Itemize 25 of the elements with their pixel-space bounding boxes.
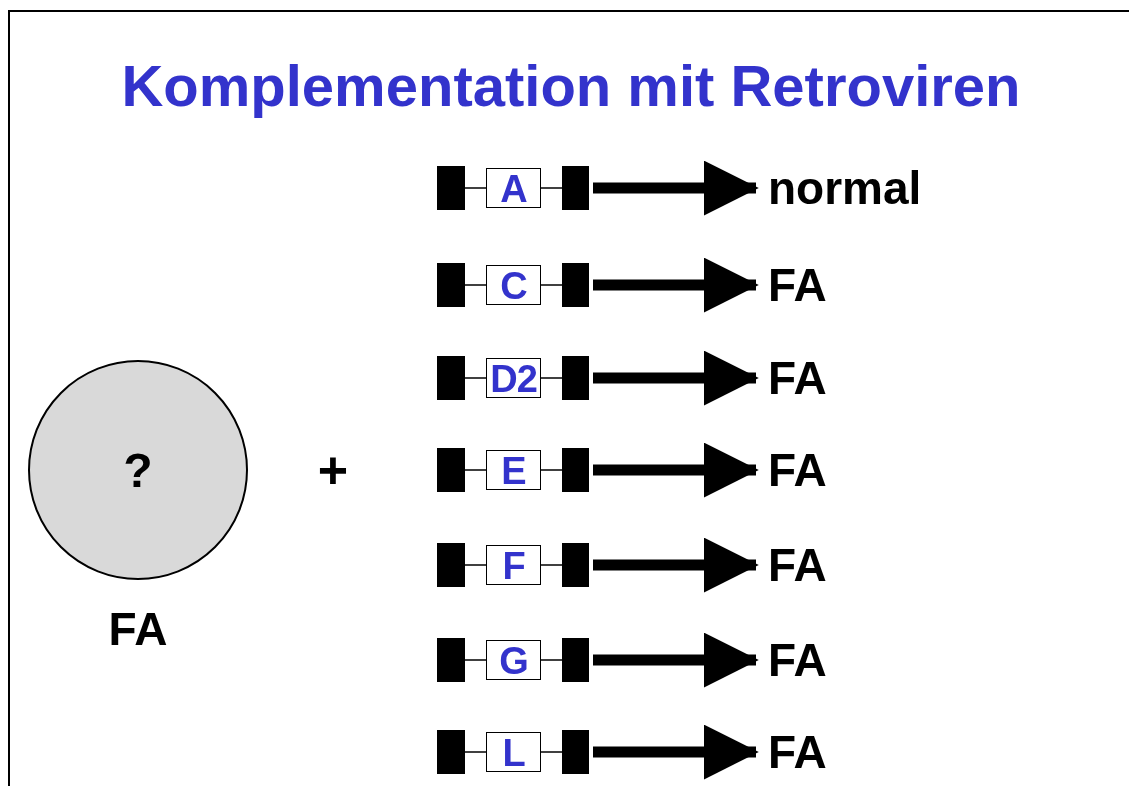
- arrow: [593, 632, 759, 688]
- arrow: [593, 442, 759, 498]
- result-text: FA: [768, 729, 827, 775]
- gene-label: D2: [486, 358, 541, 398]
- arrow: [593, 350, 759, 406]
- arrow: [593, 537, 759, 593]
- gene-label: L: [486, 732, 541, 772]
- title: Komplementation mit Retroviren: [120, 52, 1022, 119]
- plus-sign: +: [317, 444, 349, 496]
- result-text: FA: [768, 542, 827, 588]
- gene-label: E: [486, 450, 541, 490]
- gene-label: C: [486, 265, 541, 305]
- arrow: [593, 724, 759, 780]
- result-text: FA: [768, 262, 827, 308]
- gene-label: F: [486, 545, 541, 585]
- gene-label: A: [486, 168, 541, 208]
- gene-label: G: [486, 640, 541, 680]
- result-text: normal: [768, 165, 922, 211]
- result-text: FA: [768, 355, 827, 401]
- result-text: FA: [768, 447, 827, 493]
- arrow: [593, 160, 759, 216]
- arrow: [593, 257, 759, 313]
- question-mark: ?: [123, 442, 153, 498]
- cell-label: FA: [108, 606, 168, 652]
- result-text: FA: [768, 637, 827, 683]
